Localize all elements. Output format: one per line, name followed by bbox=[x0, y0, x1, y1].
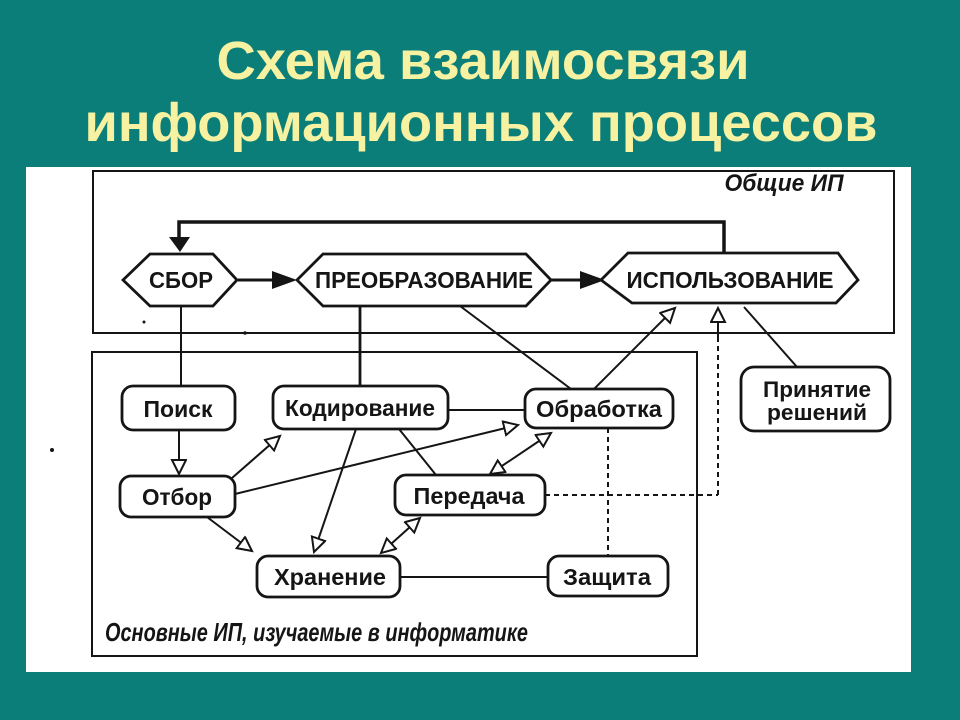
svg-text:Защита: Защита bbox=[563, 564, 651, 590]
svg-text:Обработка: Обработка bbox=[536, 396, 662, 422]
svg-text:Принятие: Принятие bbox=[763, 377, 871, 402]
svg-text:Отбор: Отбор bbox=[142, 484, 212, 510]
svg-text:информационных процессов: информационных процессов bbox=[85, 93, 878, 153]
svg-text:Поиск: Поиск bbox=[144, 396, 213, 422]
svg-text:Передача: Передача bbox=[414, 483, 525, 509]
svg-text:Кодирование: Кодирование bbox=[285, 395, 435, 421]
svg-text:Основные ИП, изучаемые в инфор: Основные ИП, изучаемые в информатике bbox=[105, 617, 528, 647]
svg-text:ИСПОЛЬЗОВАНИЕ: ИСПОЛЬЗОВАНИЕ bbox=[627, 267, 834, 293]
svg-text:Общие ИП: Общие ИП bbox=[725, 170, 845, 197]
svg-text:Схема взаимосвязи: Схема взаимосвязи bbox=[217, 31, 750, 91]
svg-text:ПРЕОБРАЗОВАНИЕ: ПРЕОБРАЗОВАНИЕ bbox=[315, 267, 533, 293]
svg-text:Хранение: Хранение bbox=[274, 564, 386, 590]
svg-text:решений: решений bbox=[767, 400, 867, 425]
svg-text:СБОР: СБОР bbox=[149, 267, 213, 293]
